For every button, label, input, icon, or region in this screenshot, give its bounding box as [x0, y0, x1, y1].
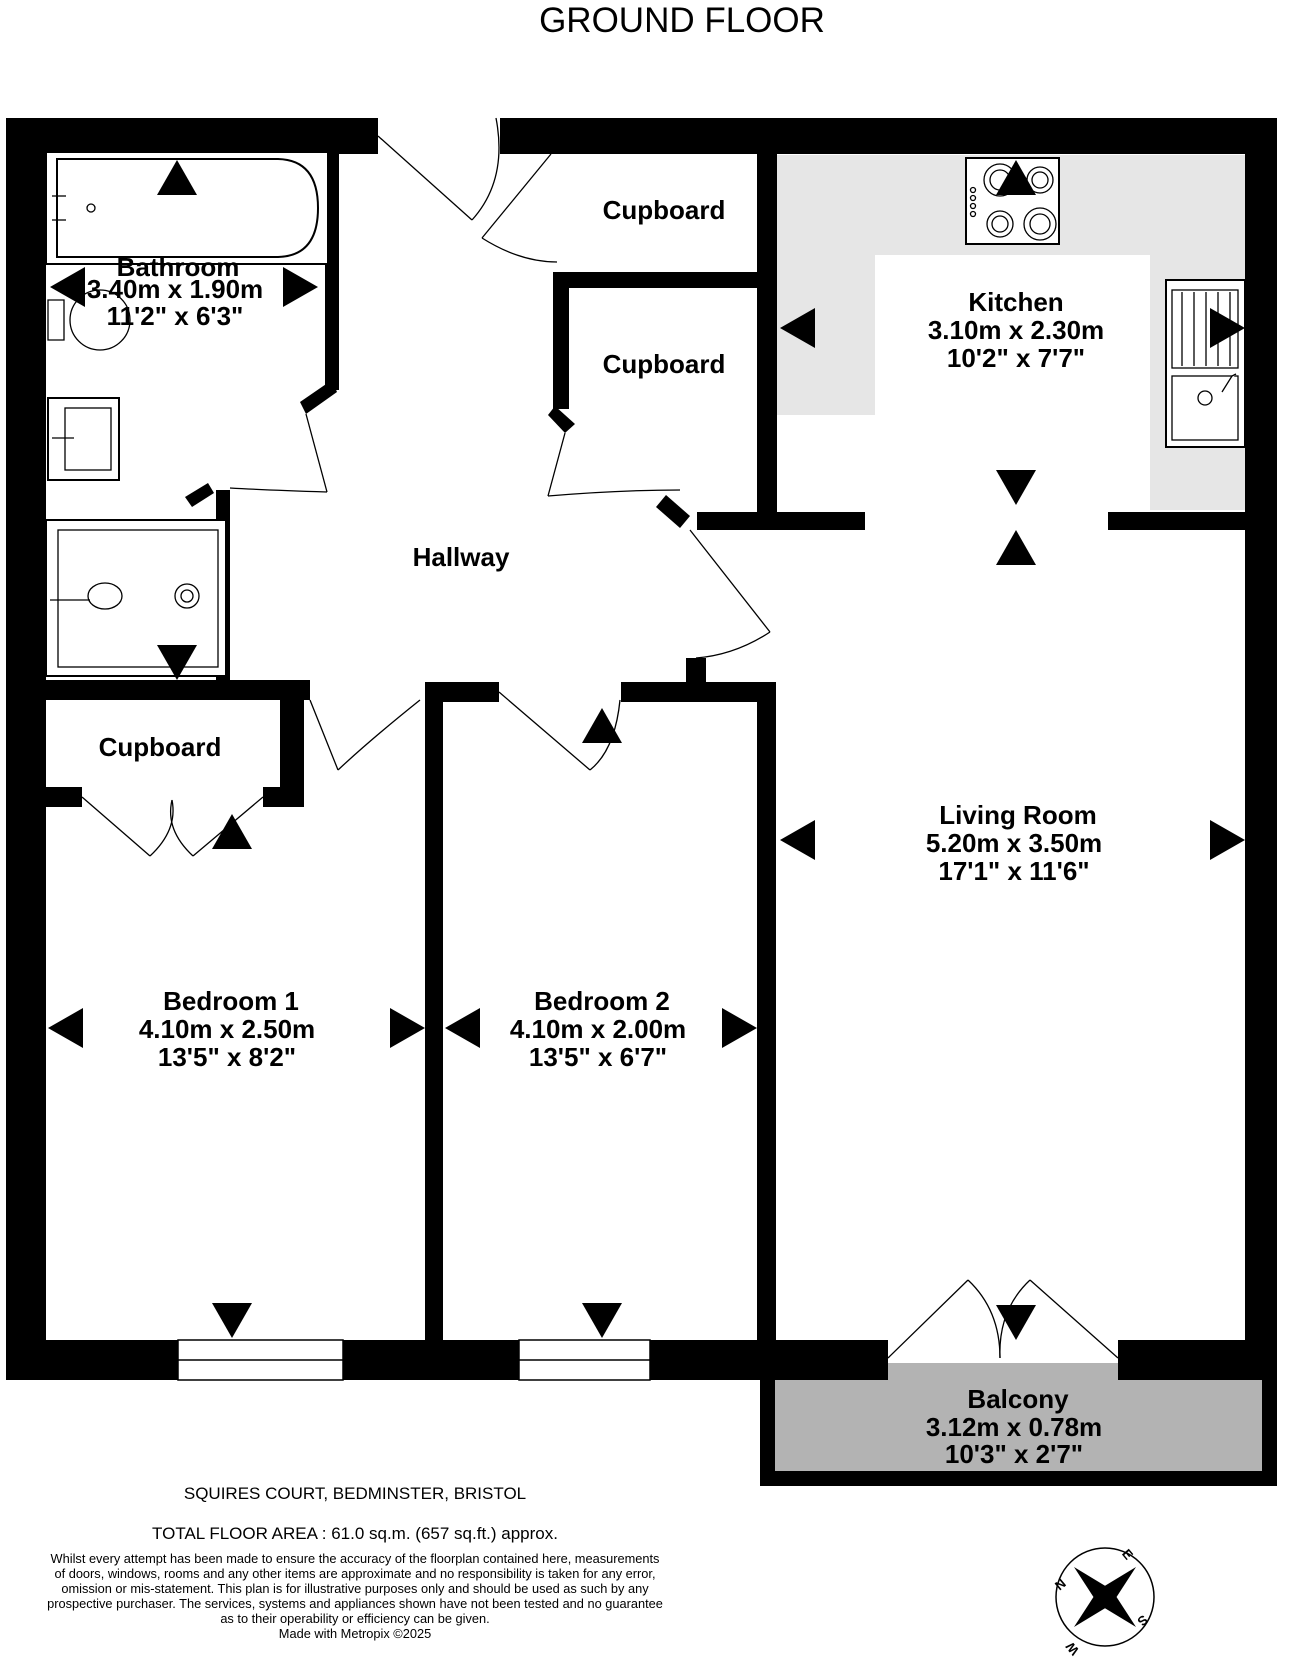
living-room-name: Living Room — [939, 800, 1096, 830]
basin-bathroom — [47, 397, 120, 481]
balcony-metric: 3.12m x 0.78m — [926, 1412, 1102, 1442]
dimension-arrows — [48, 160, 1245, 1340]
made-with: Made with Metropix ©2025 — [279, 1626, 431, 1641]
bedroom1-name: Bedroom 1 — [163, 986, 299, 1016]
kitchen-metric: 3.10m x 2.30m — [928, 315, 1104, 345]
cupboard-top-label: Cupboard — [603, 195, 726, 225]
shower-tray — [45, 519, 227, 677]
total-floor-area: TOTAL FLOOR AREA : 61.0 sq.m. (657 sq.ft… — [152, 1524, 558, 1543]
living-room-imperial: 17'1" x 11'6" — [938, 856, 1089, 886]
hallway-name: Hallway — [413, 542, 510, 572]
window-bedroom2 — [518, 1339, 651, 1381]
hob — [965, 157, 1060, 245]
living-room-metric: 5.20m x 3.50m — [926, 828, 1102, 858]
disclaimer-line-5: as to their operability or efficiency ca… — [220, 1611, 489, 1626]
bedroom2-metric: 4.10m x 2.00m — [510, 1014, 686, 1044]
bedroom2-imperial: 13'5" x 6'7" — [529, 1042, 667, 1072]
bedroom1-imperial: 13'5" x 8'2" — [158, 1042, 296, 1072]
compass-icon: N E S W — [1052, 1546, 1155, 1659]
kitchen-imperial: 10'2" x 7'7" — [947, 343, 1085, 373]
disclaimer-line-3: omission or mis-statement. This plan is … — [61, 1581, 649, 1596]
balcony-name: Balcony — [967, 1384, 1069, 1414]
cupboard-mid-label: Cupboard — [603, 349, 726, 379]
exterior-walls — [6, 118, 1277, 1486]
interior-walls — [6, 154, 1245, 1340]
bedroom2-name: Bedroom 2 — [534, 986, 670, 1016]
bathtub — [45, 151, 329, 265]
disclaimer-line-1: Whilst every attempt has been made to en… — [51, 1551, 660, 1566]
balcony-floor — [775, 1363, 1263, 1471]
disclaimer-line-2: of doors, windows, rooms and any other i… — [54, 1566, 655, 1581]
disclaimer-line-4: prospective purchaser. The services, sys… — [47, 1596, 663, 1611]
bathroom-name: Bathroom — [117, 252, 240, 282]
balcony-imperial: 10'3" x 2'7" — [945, 1439, 1083, 1469]
doors — [81, 117, 1119, 1359]
floor-title: GROUND FLOOR — [539, 1, 825, 40]
bathroom-imperial: 11'2" x 6'3" — [107, 301, 244, 331]
bathroom-metric: 3.40m x 1.90m — [87, 274, 263, 304]
bedroom1-metric: 4.10m x 2.50m — [139, 1014, 315, 1044]
kitchen-sink — [1165, 279, 1246, 448]
kitchen-name: Kitchen — [968, 287, 1063, 317]
address: SQUIRES COURT, BEDMINSTER, BRISTOL — [184, 1484, 526, 1503]
compass-w: W — [1062, 1639, 1082, 1659]
window-bedroom1 — [177, 1339, 344, 1381]
cupboard-left-label: Cupboard — [99, 732, 222, 762]
